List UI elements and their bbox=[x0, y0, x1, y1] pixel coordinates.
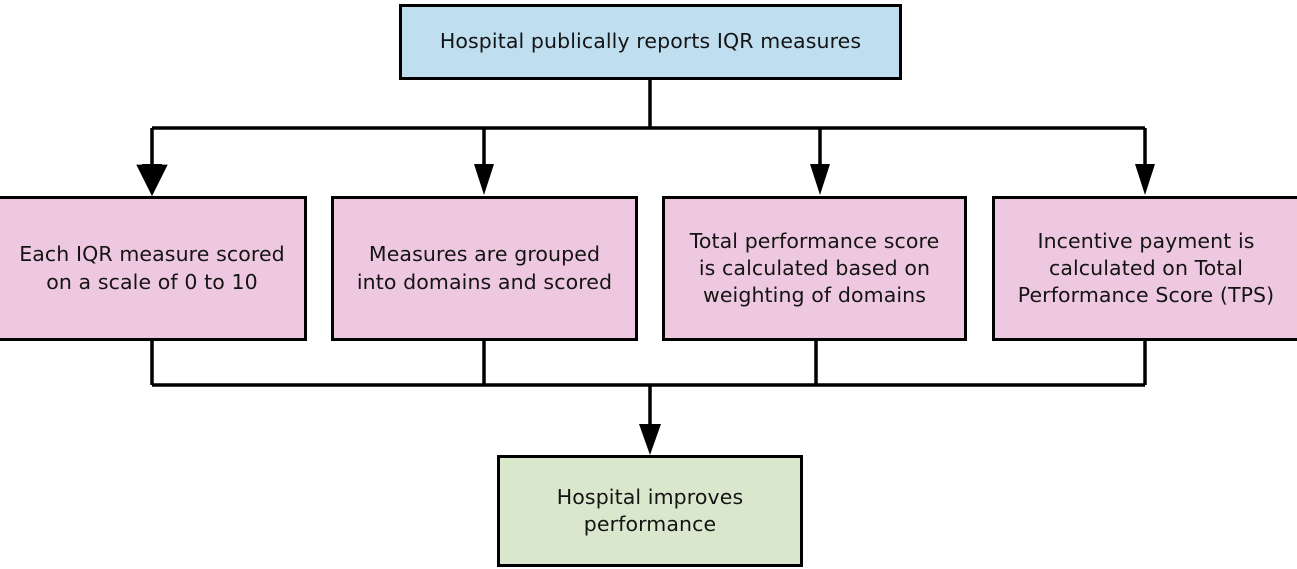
node-measures-grouped-label: Measures are grouped into domains and sc… bbox=[356, 242, 613, 294]
edge-merge-to-outcome bbox=[639, 385, 661, 455]
edge-split-to-process-4 bbox=[1135, 128, 1155, 195]
edge-split-to-process-2 bbox=[474, 128, 494, 195]
node-hospital-reports[interactable]: Hospital publically reports IQR measures bbox=[399, 4, 902, 80]
node-incentive-payment[interactable]: Incentive payment is calculated on Total… bbox=[992, 196, 1297, 341]
node-hospital-improves[interactable]: Hospital improves performance bbox=[497, 455, 803, 567]
node-total-performance-score-label: Total performance score is calculated ba… bbox=[689, 228, 940, 308]
node-hospital-reports-label: Hospital publically reports IQR measures bbox=[439, 29, 862, 54]
node-hospital-improves-label: Hospital improves performance bbox=[556, 484, 744, 536]
node-measure-scored[interactable]: Each IQR measure scored on a scale of 0 … bbox=[0, 196, 307, 341]
edge-split-to-process-1 bbox=[136, 128, 168, 197]
node-total-performance-score[interactable]: Total performance score is calculated ba… bbox=[662, 196, 967, 341]
node-measure-scored-label: Each IQR measure scored on a scale of 0 … bbox=[19, 242, 285, 294]
node-incentive-payment-label: Incentive payment is calculated on Total… bbox=[1017, 228, 1275, 308]
edge-top-to-split bbox=[152, 80, 1145, 130]
edge-split-to-process-3 bbox=[810, 128, 830, 195]
edge-process-merge-bar bbox=[150, 341, 1147, 387]
node-measures-grouped[interactable]: Measures are grouped into domains and sc… bbox=[331, 196, 638, 341]
